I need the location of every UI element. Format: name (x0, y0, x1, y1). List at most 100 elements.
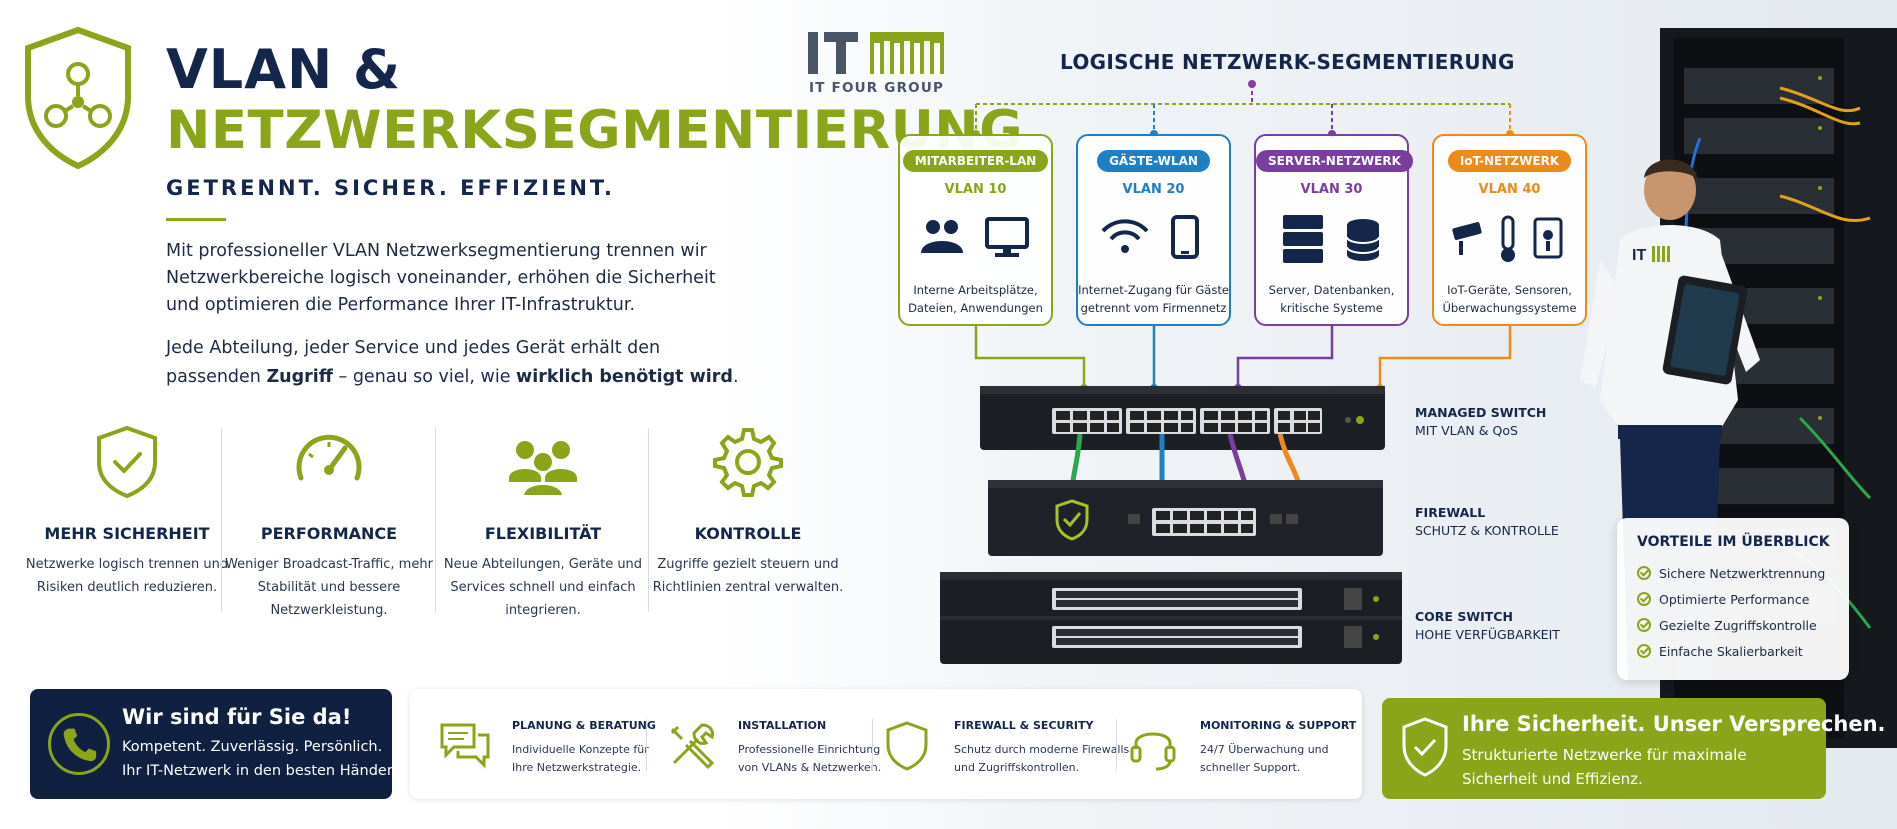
service-text-line1: 24/7 Überwachung und (1200, 743, 1329, 756)
core-switch-device (940, 572, 1402, 664)
hw-title: MANAGED SWITCH (1415, 405, 1547, 420)
check-circle-icon (1637, 644, 1651, 658)
vlan-description: Server, Datenbanken,kritische Systeme (1256, 281, 1407, 317)
check-circle-icon (1637, 618, 1651, 632)
vlan-card-mitarbeiter: MITARBEITER-LAN VLAN 10 Interne Arbeitsp… (898, 134, 1053, 326)
hw-sub: MIT VLAN & QoS (1415, 423, 1518, 438)
divider (435, 428, 436, 612)
feature-title: PERFORMANCE (260, 524, 398, 543)
advantage-text: Optimierte Performance (1659, 592, 1810, 607)
advantage-text: Sichere Netzwerktrennung (1659, 566, 1826, 581)
divider (166, 218, 226, 221)
advantages-title: VORTEILE IM ÜBERBLICK (1637, 534, 1830, 550)
vlan-name-pill: IoT-NETZWERK (1447, 150, 1572, 172)
feature-security: MEHR SICHERHEIT Netzwerke logisch trenne… (22, 424, 232, 599)
shield-icon (886, 721, 928, 771)
contact-title: Wir sind für Sie da! (122, 705, 352, 729)
it-four-group-logo (808, 32, 944, 74)
divider (648, 428, 649, 612)
promise-line-1: Strukturierte Netzwerke für maximale (1462, 746, 1747, 764)
vlan-name-pill: MITARBEITER-LAN (902, 150, 1049, 172)
feature-control: KONTROLLE Zugriffe gezielt steuern und R… (643, 424, 853, 599)
service-text-line1: Professionelle Einrichtung (738, 743, 881, 756)
phone-icon (48, 713, 110, 775)
vlan-name-pill: GÄSTE-WLAN (1097, 150, 1210, 172)
advantage-item: Optimierte Performance (1637, 592, 1809, 607)
service-text-line1: Individuelle Konzepte für (512, 743, 649, 756)
service-monitoring: MONITORING & SUPPORT 24/7 Überwachung un… (1116, 689, 1356, 799)
wifi-phone-icon (1101, 215, 1199, 259)
service-text: Professionelle Einrichtung von VLANs & Ne… (738, 741, 881, 777)
server-database-icon (1282, 215, 1380, 263)
intro-paragraph-2: Jede Abteilung, jeder Service und jedes … (166, 334, 746, 392)
firewall-device (988, 480, 1383, 556)
service-text-line2: schneller Support. (1200, 761, 1301, 774)
contact-line-1: Kompetent. Zuverlässig. Persönlich. (122, 739, 383, 755)
vlan-desc-line2: Überwachungssysteme (1442, 301, 1577, 315)
vlan-description: IoT-Geräte, Sensoren, Überwachungssysteme (1434, 281, 1585, 317)
service-text: 24/7 Überwachung und schneller Support. (1200, 741, 1329, 777)
network-diagram-title: LOGISCHE NETZWERK-SEGMENTIERUNG (1060, 50, 1515, 74)
check-circle-icon (1637, 566, 1651, 580)
promise-title: Ihre Sicherheit. Unser Versprechen. (1462, 712, 1886, 736)
feature-text: Netzwerke logisch trennen und Risiken de… (25, 557, 229, 595)
users-monitor-icon (920, 217, 1029, 257)
shield-check-icon (97, 425, 157, 499)
service-text-line1: Schutz durch moderne Firewalls (954, 743, 1130, 756)
divider (646, 719, 647, 771)
shield-network-logo-icon (25, 26, 131, 170)
network-hardware-stack (940, 386, 1402, 664)
vlan-description: Internet-Zugang für Gäste getrennt vom Fi… (1078, 281, 1229, 317)
contact-panel[interactable]: Wir sind für Sie da! Kompetent. Zuverläs… (30, 689, 401, 799)
hw-title: CORE SWITCH (1415, 609, 1513, 624)
vlan-desc-line1: IoT-Geräte, Sensoren, (1447, 283, 1572, 297)
intro2-text-e: . (732, 367, 739, 387)
service-title: MONITORING & SUPPORT (1200, 719, 1357, 732)
feature-text: Weniger Broadcast-Traffic, mehr Stabilit… (225, 557, 433, 618)
service-text-line2: Ihre Netzwerkstrategie. (512, 761, 642, 774)
contact-line-2: Ihr IT-Netzwerk in den besten Händen. (122, 763, 401, 779)
users-group-icon (509, 441, 577, 497)
page-title-line1: VLAN & (166, 38, 402, 101)
advantage-text: Gezielte Zugriffskontrolle (1659, 618, 1817, 633)
service-text-line2: und Zugriffskontrollen. (954, 761, 1080, 774)
service-planning: PLANUNG & BERATUNG Individuelle Konzepte… (428, 689, 656, 799)
vlan-number: VLAN 10 (944, 182, 1007, 197)
vlan-desc-line2: kritische Systeme (1280, 301, 1383, 315)
divider (221, 428, 222, 612)
gear-icon (713, 428, 783, 497)
feature-title: MEHR SICHERHEIT (44, 524, 210, 543)
tagline: GETRENNT. SICHER. EFFIZIENT. (166, 176, 616, 200)
vlan-desc-line1: Internet-Zugang für Gäste (1078, 283, 1229, 297)
divider (1116, 719, 1117, 771)
vlan-desc-line2: getrennt vom Firmennetz (1080, 301, 1227, 315)
services-panel: PLANUNG & BERATUNG Individuelle Konzepte… (410, 689, 1362, 799)
vlan-number: VLAN 20 (1122, 182, 1185, 197)
check-circle-icon (1637, 592, 1651, 606)
headset-icon (1130, 732, 1176, 771)
service-title: FIREWALL & SECURITY (954, 719, 1094, 732)
promise-panel: Ihre Sicherheit. Unser Versprechen. Stru… (1382, 698, 1886, 799)
advantage-text: Einfache Skalierbarkeit (1659, 644, 1803, 659)
service-installation: INSTALLATION Professionelle Einrichtung v… (654, 689, 881, 799)
shield-check-icon (1402, 717, 1448, 777)
feature-text: Neue Abteilungen, Geräte und Services sc… (443, 557, 643, 618)
page-title-line2: NETZWERKSEGMENTIERUNG (166, 100, 1024, 161)
promise-line-2: Sicherheit und Effizienz. (1462, 770, 1643, 788)
vlan-description: Interne Arbeitsplätze,Dateien, Anwendung… (900, 281, 1051, 317)
intro2-bold-access: Zugriff (266, 367, 333, 387)
managed-switch-device (980, 386, 1385, 450)
svg-text:IT: IT (1632, 247, 1646, 264)
camera-thermometer-sensor-icon (1451, 215, 1562, 262)
service-title: INSTALLATION (738, 719, 827, 732)
hw-sub: SCHUTZ & KONTROLLE (1415, 523, 1559, 538)
service-title: PLANUNG & BERATUNG (512, 719, 656, 732)
vlan-card-gaeste: GÄSTE-WLAN VLAN 20 Internet-Zugang für G… (1076, 134, 1231, 326)
logo-subtitle: IT FOUR GROUP (809, 80, 945, 96)
chat-bubbles-icon (440, 723, 490, 769)
advantages-panel: VORTEILE IM ÜBERBLICK Sichere Netzwerktr… (1617, 518, 1849, 680)
advantage-item: Gezielte Zugriffskontrolle (1637, 618, 1817, 633)
service-text-line2: von VLANs & Netzwerken. (738, 761, 882, 774)
